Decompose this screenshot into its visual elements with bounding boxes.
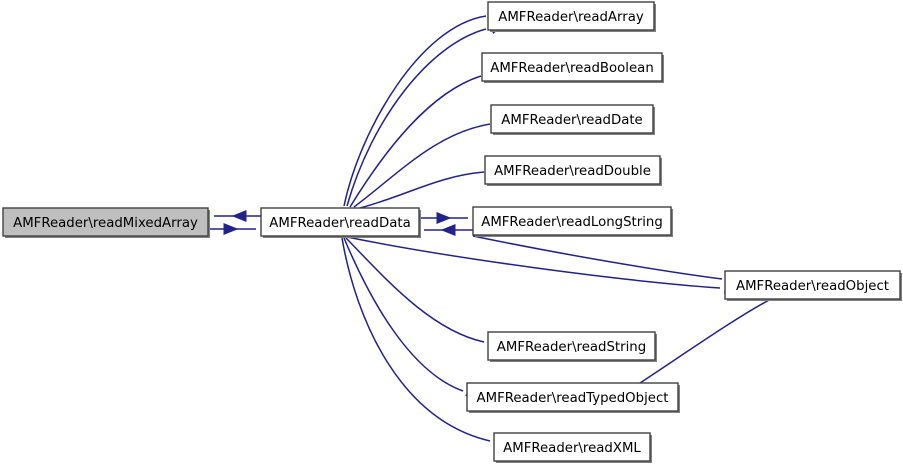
edge-readData-to-readXML [341,237,510,448]
edge-readMixedArray-to-readData [208,223,256,235]
edge-line [639,297,774,384]
node-box[interactable] [490,104,654,134]
node-readArray[interactable]: AMFReader\readArray [487,1,656,32]
node-readObject[interactable]: AMFReader\readObject [724,270,902,301]
node-label: AMFReader\readDate [501,113,642,128]
edge-readData-to-readMixedArray [214,210,261,222]
node-label: AMFReader\readMixedArray [13,216,198,231]
edge-readData-to-readObject [346,236,740,294]
node-readMixedArray[interactable]: AMFReader\readMixedArray [2,207,210,238]
node-box[interactable] [493,432,651,462]
node-box[interactable] [484,155,661,185]
node-readXML[interactable]: AMFReader\readXML [493,432,652,463]
node-readTypedObject[interactable]: AMFReader\readTypedObject [466,382,680,413]
node-label: AMFReader\readData [269,216,410,231]
edge-line [343,237,464,392]
edge-line [359,171,485,209]
node-label: AMFReader\readXML [503,441,641,456]
arrow-head-icon [436,212,452,224]
node-box[interactable] [724,270,901,300]
node-readDouble[interactable]: AMFReader\readDouble [484,155,662,186]
edge-readArray-to-readData [342,15,487,226]
node-label: AMFReader\readString [497,340,646,355]
edge-readLongString-to-readObject [472,235,742,286]
node-box[interactable] [260,207,420,237]
node-box[interactable] [487,331,656,361]
edge-line [349,75,482,208]
node-label: AMFReader\readBoolean [490,61,654,76]
node-box[interactable] [487,1,655,31]
edge-line [472,235,723,280]
edge-line [353,123,491,208]
edge-readData-to-readDouble [359,166,504,209]
edge-readData-to-readArray [346,22,506,207]
node-label: AMFReader\readTypedObject [477,391,669,406]
node-readString[interactable]: AMFReader\readString [487,331,657,362]
node-readBoolean[interactable]: AMFReader\readBoolean [481,52,664,83]
edge-line [345,237,485,343]
edge-line [343,15,487,207]
edge-readData-to-readLongString [419,212,468,224]
node-box[interactable] [481,52,663,82]
edge-readData-to-readString [345,237,504,348]
node-box[interactable] [466,382,679,412]
node-box[interactable] [472,206,672,236]
node-label: AMFReader\readObject [736,279,889,294]
node-label: AMFReader\readArray [498,10,644,25]
arrow-head-icon [223,223,239,235]
node-box[interactable] [2,207,209,237]
node-label: AMFReader\readDouble [494,164,651,179]
arrow-head-icon [231,210,247,222]
edge-line [341,237,491,442]
edge-readLongString-to-readData [424,224,473,236]
node-readDate[interactable]: AMFReader\readDate [490,104,655,135]
node-readLongString[interactable]: AMFReader\readLongString [472,206,673,237]
arrow-head-icon [440,224,456,236]
node-readData[interactable]: AMFReader\readData [260,207,421,238]
edge-line [346,28,487,207]
edge-line [346,236,721,289]
node-label: AMFReader\readLongString [481,215,663,230]
